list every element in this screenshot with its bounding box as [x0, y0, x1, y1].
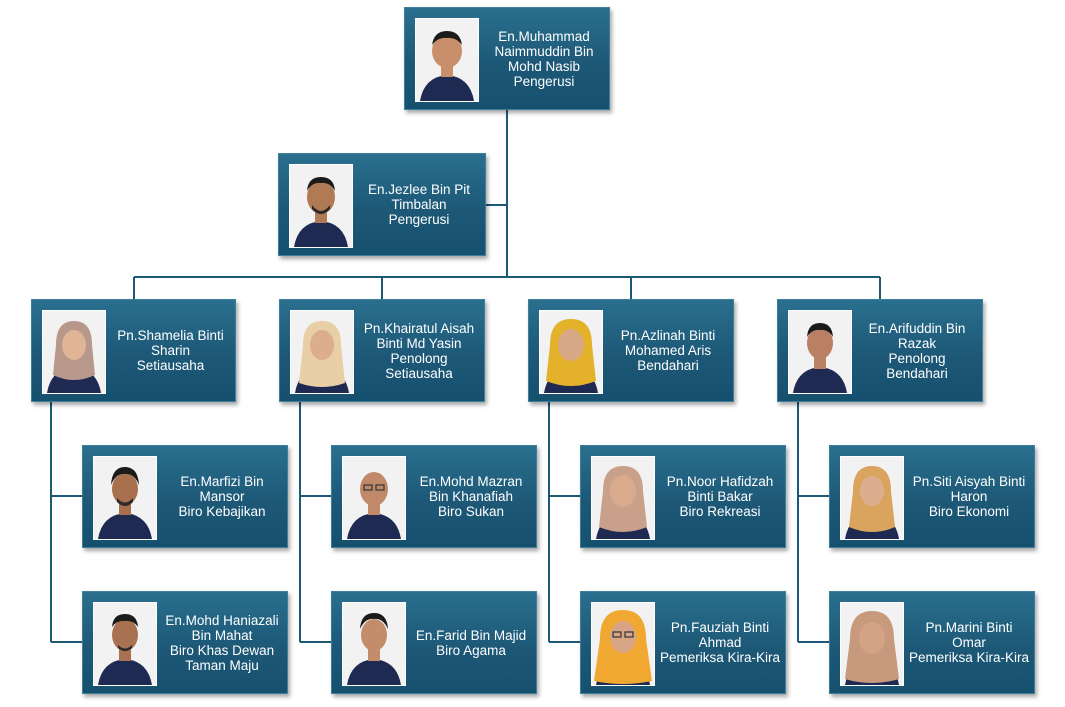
name-line: Mohd Nasib [507, 58, 581, 74]
name-line: Mansor [199, 489, 245, 504]
role-line: Pemeriksa Kira-Kira [908, 650, 1030, 665]
name-line: Binti Bakar [687, 489, 753, 504]
avatar [342, 602, 406, 686]
node-text: Pn.Fauziah Binti Ahmad Pemeriksa Kira-Ki… [659, 598, 781, 687]
name-line: Ahmad [698, 635, 742, 650]
org-node-treasurer: Pn.Azlinah Binti Mohamed Aris Bendahari [528, 299, 734, 402]
name-line: Haron [950, 489, 988, 504]
avatar [289, 164, 353, 248]
name-line: Pn.Shamelia Binti [117, 328, 224, 343]
node-text: En.Mohd Haniazali Bin Mahat Biro Khas De… [161, 598, 283, 687]
org-node-pemeriksa-kira-kira-1: Pn.Fauziah Binti Ahmad Pemeriksa Kira-Ki… [580, 591, 786, 694]
avatar [342, 456, 406, 540]
role-line: Penolong [390, 350, 448, 366]
org-node-pemeriksa-kira-kira-2: Pn.Marini Binti Omar Pemeriksa Kira-Kira [829, 591, 1035, 694]
role-line: Timbalan [391, 197, 447, 212]
org-node-chairman: En.Muhammad Naimmuddin Bin Mohd Nasib Pe… [404, 7, 610, 110]
name-line: Bin Mahat [191, 627, 253, 643]
name-line: En.Farid Bin Majid [415, 627, 527, 643]
org-node-deputy-chairman: En.Jezlee Bin Pit Timbalan Pengerusi [278, 153, 486, 256]
name-line: Pn.Azlinah Binti [620, 328, 716, 343]
avatar [539, 310, 603, 394]
role-line: Pengerusi [388, 212, 450, 227]
node-text: Pn.Marini Binti Omar Pemeriksa Kira-Kira [908, 598, 1030, 687]
name-line: Sharin [150, 343, 191, 358]
name-line: Mohamed Aris [624, 343, 712, 358]
node-text: Pn.Shamelia Binti Sharin Setiausaha [110, 306, 231, 395]
name-line: En.Marfizi Bin [180, 474, 264, 489]
name-line: Binti Md Yasin [376, 335, 462, 351]
org-node-biro-agama: En.Farid Bin Majid Biro Agama [331, 591, 537, 694]
role-line: Penolong [888, 350, 946, 366]
name-line: Pn.Fauziah Binti [670, 620, 770, 635]
org-node-biro-sukan: En.Mohd Mazran Bin Khanafiah Biro Sukan [331, 445, 537, 548]
node-text: En.Mohd Mazran Bin Khanafiah Biro Sukan [410, 452, 532, 541]
role-line: Setiausaha [136, 358, 205, 373]
node-text: En.Muhammad Naimmuddin Bin Mohd Nasib Pe… [483, 14, 605, 103]
role-line: Bendahari [886, 365, 948, 381]
role-line: Setiausaha [385, 365, 453, 381]
role-line: Biro Sukan [437, 504, 505, 519]
node-text: En.Marfizi Bin Mansor Biro Kebajikan [161, 452, 283, 541]
node-text: En.Arifuddin Bin Razak Penolong Bendahar… [856, 306, 978, 395]
role-line: Biro Ekonomi [928, 504, 1010, 519]
role-line: Biro Agama [436, 642, 506, 658]
name-line: En.Arifuddin Bin [868, 320, 966, 336]
name-line: Bin Khanafiah [428, 489, 514, 504]
avatar [290, 310, 354, 394]
name-line: Naimmuddin Bin [494, 43, 594, 59]
node-text: En.Farid Bin Majid Biro Agama [410, 598, 532, 687]
org-node-assistant-secretary: Pn.Khairatul Aisah Binti Md Yasin Penolo… [279, 299, 485, 402]
role-line: Biro Khas Dewan [169, 642, 275, 658]
name-line: Pn.Khairatul Aisah [363, 320, 475, 336]
node-text: Pn.Siti Aisyah Binti Haron Biro Ekonomi [908, 452, 1030, 541]
role-line: Pengerusi [513, 73, 575, 89]
name-line: Omar [952, 635, 986, 650]
role-line: Biro Rekreasi [679, 504, 761, 519]
org-node-biro-khas-dewan: En.Mohd Haniazali Bin Mahat Biro Khas De… [82, 591, 288, 694]
org-node-assistant-treasurer: En.Arifuddin Bin Razak Penolong Bendahar… [777, 299, 983, 402]
avatar [591, 602, 655, 686]
avatar [591, 456, 655, 540]
name-line: En.Mohd Haniazali [165, 612, 279, 628]
role-line: Biro Kebajikan [178, 504, 266, 519]
name-line: Pn.Noor Hafidzah [666, 474, 774, 489]
name-line: Pn.Siti Aisyah Binti [912, 474, 1026, 489]
avatar [840, 602, 904, 686]
node-text: En.Jezlee Bin Pit Timbalan Pengerusi [357, 160, 481, 249]
org-node-biro-rekreasi: Pn.Noor Hafidzah Binti Bakar Biro Rekrea… [580, 445, 786, 548]
role-line: Taman Maju [185, 657, 259, 673]
name-line: En.Mohd Mazran [419, 474, 523, 489]
name-line: En.Muhammad [498, 28, 590, 44]
node-text: Pn.Noor Hafidzah Binti Bakar Biro Rekrea… [659, 452, 781, 541]
org-node-secretary: Pn.Shamelia Binti Sharin Setiausaha [31, 299, 236, 402]
node-text: Pn.Khairatul Aisah Binti Md Yasin Penolo… [358, 306, 480, 395]
avatar [42, 310, 106, 394]
name-line: En.Jezlee Bin Pit [367, 182, 471, 197]
role-line: Bendahari [637, 358, 699, 373]
org-node-biro-ekonomi: Pn.Siti Aisyah Binti Haron Biro Ekonomi [829, 445, 1035, 548]
avatar [840, 456, 904, 540]
org-node-biro-kebajikan: En.Marfizi Bin Mansor Biro Kebajikan [82, 445, 288, 548]
role-line: Pemeriksa Kira-Kira [659, 650, 781, 665]
avatar [788, 310, 852, 394]
name-line: Razak [897, 335, 937, 351]
name-line: Pn.Marini Binti [925, 620, 1013, 635]
node-text: Pn.Azlinah Binti Mohamed Aris Bendahari [607, 306, 729, 395]
avatar [93, 456, 157, 540]
avatar [415, 18, 479, 102]
avatar [93, 602, 157, 686]
